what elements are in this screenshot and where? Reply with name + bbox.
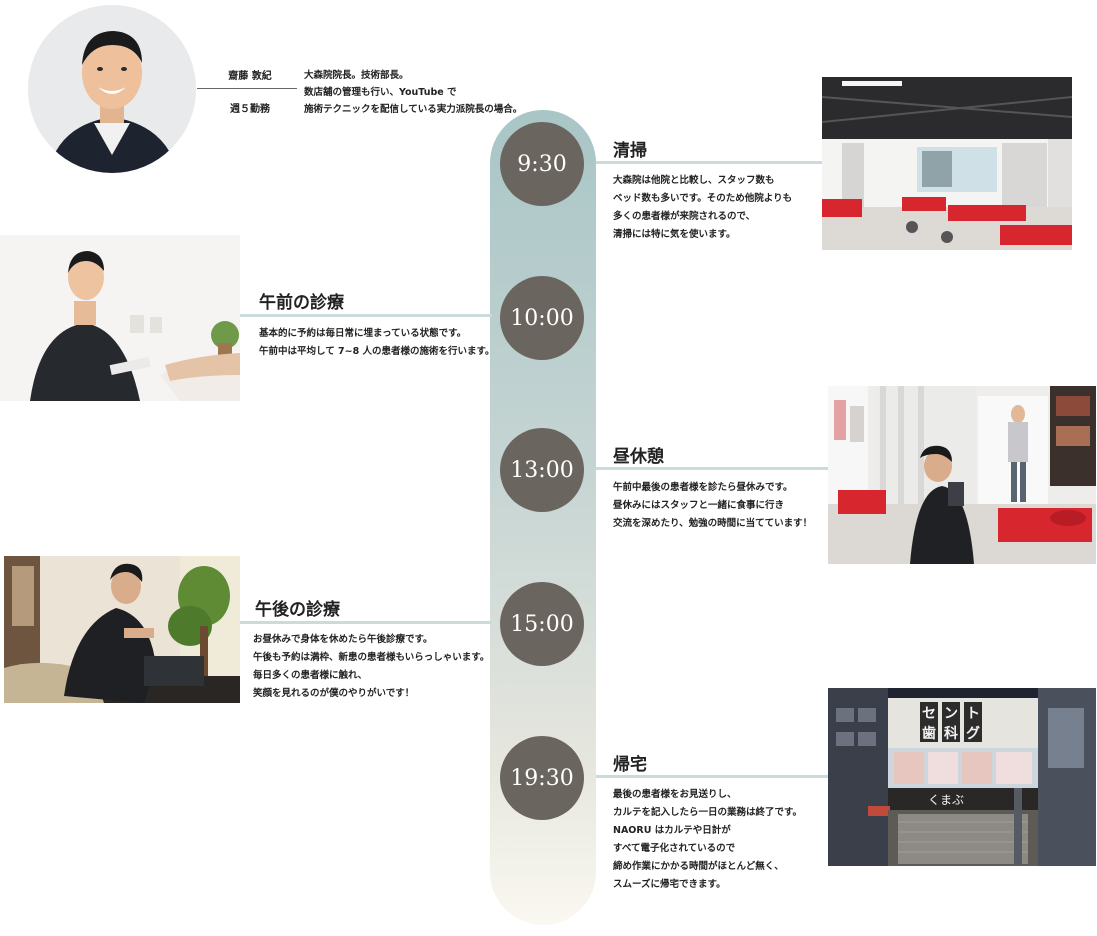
photo-clinic-room <box>822 77 1072 250</box>
photo-afternoon-treatment <box>4 556 240 703</box>
body-line: 午前中最後の患者様を診たら昼休みです。 <box>613 482 793 493</box>
body-line: 多くの患者様が来院されるので、 <box>613 211 756 222</box>
sign-char: 科 <box>944 725 958 742</box>
time-badge-1300: 13:00 <box>500 428 584 512</box>
section-rule <box>240 314 492 317</box>
body-line: ベッド数も多いです。そのため他院よりも <box>613 193 793 204</box>
body-line: 毎日多くの患者様に触れ、 <box>253 670 368 681</box>
profile-schedule: 週５勤務 <box>230 104 270 115</box>
section-body-cleaning: 大森院は他院と比較し、スタッフ数も ベッド数も多いです。そのため他院よりも 多く… <box>613 172 792 244</box>
photo-morning-reception <box>0 235 240 401</box>
body-line: すべて電子化されているので <box>613 843 736 854</box>
time-badge-0930: 9:30 <box>500 122 584 206</box>
profile-description-line: 数店舗の管理も行い、YouTube で <box>304 87 457 98</box>
body-line: カルテを記入したら一日の業務は終了です。 <box>613 807 803 818</box>
sign-char: ト <box>966 706 980 722</box>
profile-name: 齋藤 敦紀 <box>228 71 272 82</box>
sign-char: ン <box>944 706 958 722</box>
section-title-cleaning: 清掃 <box>613 141 647 161</box>
section-body-afternoon: お昼休みで身体を休めたら午後診療です。 午後も予約は満枠、新患の患者様もいらっし… <box>253 631 489 703</box>
body-line: お昼休みで身体を休めたら午後診療です。 <box>253 634 433 645</box>
body-line: スムーズに帰宅できます。 <box>613 879 726 890</box>
section-title-morning: 午前の診療 <box>259 293 344 313</box>
section-title-lunch: 昼休憩 <box>613 447 664 467</box>
photo-posture-check <box>828 386 1096 564</box>
profile-description-line: 施術テクニックを配信している実力派院長の場合。 <box>304 104 523 115</box>
section-rule <box>596 161 822 164</box>
photo-clinic-exterior: セ ン ト 歯 科 グ くまぶ <box>828 688 1096 866</box>
section-title-home: 帰宅 <box>613 755 647 775</box>
body-line: 笑顔を見れるのが僕のやりがいです！ <box>253 688 415 699</box>
body-line: 昼休みにはスタッフと一緒に食事に行き <box>613 500 785 511</box>
section-body-morning: 基本的に予約は毎日常に埋まっている状態です。 午前中は平均して 7~8 人の患者… <box>259 325 495 361</box>
shop-sign: くまぶ <box>928 793 964 807</box>
profile-divider <box>197 88 297 89</box>
section-rule <box>240 621 492 624</box>
body-line: 午前中は平均して 7~8 人の患者様の施術を行います。 <box>259 346 495 357</box>
time-badge-1500: 15:00 <box>500 582 584 666</box>
time-badge-1930: 19:30 <box>500 736 584 820</box>
body-line: 締め作業にかかる時間がほとんど無く、 <box>613 861 784 872</box>
body-line: 交流を深めたり、勉強の時間に当てています！ <box>613 518 813 529</box>
profile-description-line: 大森院院長。技術部長。 <box>304 70 409 81</box>
body-line: NAORU はカルテや日計が <box>613 825 731 836</box>
sign-char: セ <box>922 706 936 722</box>
section-body-lunch: 午前中最後の患者様を診たら昼休みです。 昼休みにはスタッフと一緒に食事に行き 交… <box>613 479 812 533</box>
profile-avatar <box>28 5 196 173</box>
body-line: 大森院は他院と比較し、スタッフ数も <box>613 175 775 186</box>
sign-char: グ <box>966 725 980 742</box>
section-title-afternoon: 午後の診療 <box>255 600 340 620</box>
body-line: 基本的に予約は毎日常に埋まっている状態です。 <box>259 328 467 339</box>
body-line: 午後も予約は満枠、新患の患者様もいらっしゃいます。 <box>253 652 490 663</box>
section-rule <box>596 467 828 470</box>
body-line: 清掃には特に気を使います。 <box>613 229 736 240</box>
section-rule <box>596 775 828 778</box>
time-badge-1000: 10:00 <box>500 276 584 360</box>
section-body-home: 最後の患者様をお見送りし、 カルテを記入したら一日の業務は終了です。 NAORU… <box>613 786 802 894</box>
body-line: 最後の患者様をお見送りし、 <box>613 789 737 800</box>
sign-char: 歯 <box>922 725 936 742</box>
profile-description: 大森院院長。技術部長。 数店舗の管理も行い、YouTube で 施術テクニックを… <box>304 67 522 118</box>
